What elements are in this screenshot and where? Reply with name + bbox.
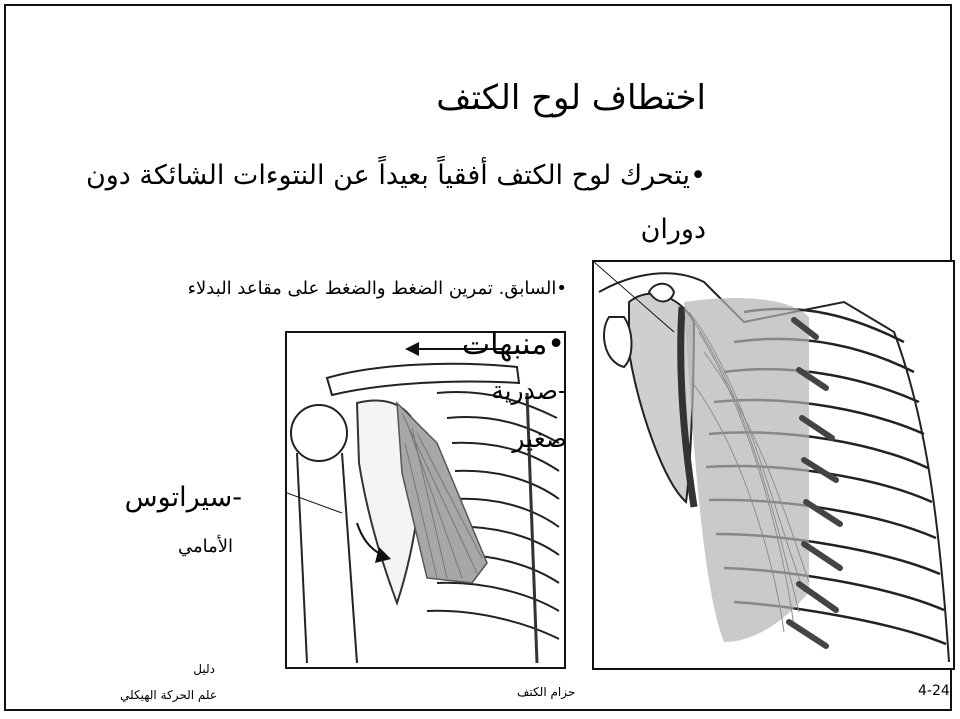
serratus-anterior-illustration bbox=[592, 260, 955, 670]
label-pectoralis-minor-2: -صدرية bbox=[491, 376, 567, 405]
bullet-example-exercises: •السابق. تمرين الضغط والضغط على مقاعد ال… bbox=[188, 278, 567, 299]
page-number: 4-24 bbox=[918, 683, 950, 699]
label-serratus-anterior: -سيراتوس bbox=[125, 482, 242, 513]
label-serratus-anterior-2: الأمامي bbox=[178, 536, 233, 557]
label-pectoralis-minor: •منبهات bbox=[462, 330, 565, 360]
footer-chapter: حزام الكتف bbox=[517, 685, 575, 699]
bullet-abduction-definition-cont: دوران bbox=[641, 214, 706, 245]
footer-book-title-2: علم الحركة الهيكلي bbox=[120, 688, 217, 702]
footer-book-title-1: دليل bbox=[193, 662, 215, 676]
label-pectoralis-minor-3: صغير bbox=[512, 424, 567, 453]
bullet-abduction-definition: •يتحرك لوح الكتف أفقياً بعيداً عن النتوء… bbox=[86, 160, 706, 191]
rib-cage-serratus-drawing bbox=[594, 262, 953, 668]
slide-title: اختطاف لوح الكتف bbox=[436, 78, 706, 118]
